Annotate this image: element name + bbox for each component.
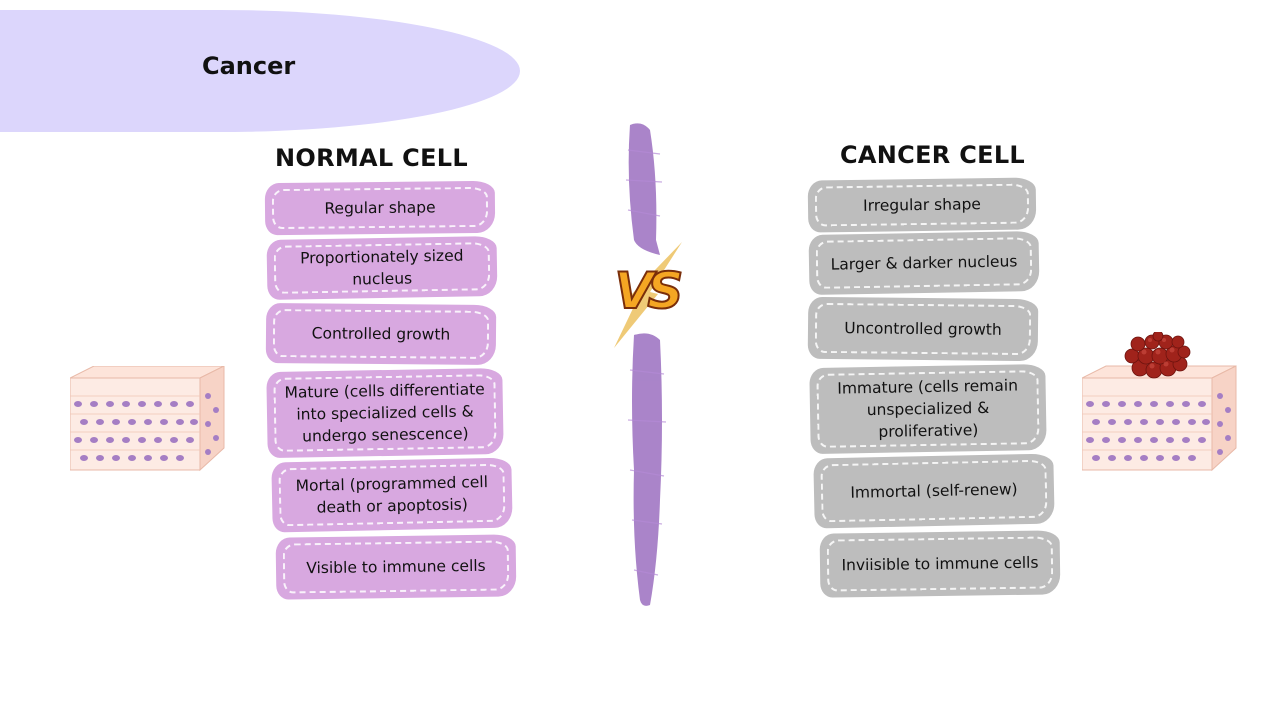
cancer-tissue-illustration	[1082, 332, 1237, 472]
cancer-item-maturity: Immature (cells remain unspecialized & p…	[809, 363, 1047, 455]
banner-title: Cancer	[202, 52, 296, 80]
normal-item-immune: Visible to immune cells	[275, 534, 517, 600]
normal-item-shape: Regular shape	[264, 180, 496, 236]
title-banner	[0, 10, 520, 132]
divider-brush-stroke	[625, 123, 667, 606]
tumor-cluster	[1124, 332, 1191, 379]
lightning-bolt-icon	[614, 242, 682, 348]
cancer-item-nucleus: Larger & darker nucleus	[808, 230, 1040, 296]
normal-item-nucleus: Proportionately sized nucleus	[266, 235, 498, 301]
normal-item-mortality: Mortal (programmed cell death or apoptos…	[271, 457, 513, 533]
vs-label: VS	[614, 261, 685, 321]
normal-item-growth: Controlled growth	[265, 302, 497, 366]
normal-cell-title: NORMAL CELL	[275, 144, 468, 172]
normal-item-maturity: Mature (cells differentiate into special…	[266, 367, 504, 459]
cancer-cell-title: CANCER CELL	[840, 141, 1026, 169]
cancer-item-mortality: Immortal (self-renew)	[813, 453, 1055, 529]
normal-tissue-illustration	[70, 366, 225, 472]
cancer-item-immune: Inviisible to immune cells	[819, 530, 1061, 598]
cancer-item-shape: Irregular shape	[807, 177, 1037, 233]
cancer-item-growth: Uncontrolled growth	[807, 296, 1039, 362]
vs-badge: VS	[604, 240, 688, 350]
